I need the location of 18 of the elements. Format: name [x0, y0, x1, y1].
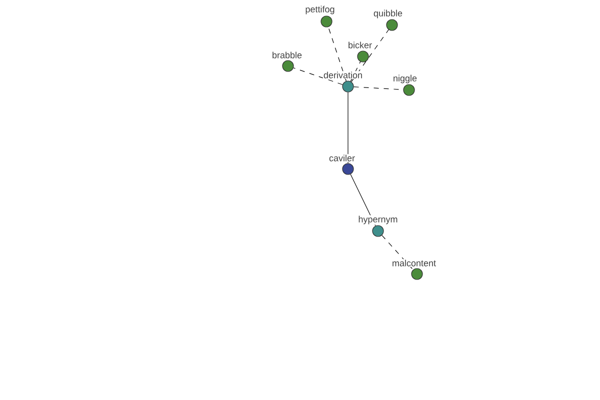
node-label: pettifog [304, 5, 336, 15]
node-circle [320, 16, 332, 28]
node-label: bicker [347, 41, 373, 49]
node-label: niggle [392, 74, 418, 84]
node-label: caviler [328, 154, 356, 162]
node-circle [357, 50, 369, 62]
node-circle [372, 225, 384, 237]
node-circle [403, 84, 415, 96]
node-circle [411, 268, 423, 280]
node-circle [282, 60, 294, 72]
node-label: brabble [271, 51, 303, 59]
node-circle [386, 19, 398, 31]
node-label: hypernym [358, 215, 398, 225]
node-circle [342, 163, 354, 175]
node-label: derivation [322, 71, 364, 79]
node-label: malcontent [391, 259, 437, 267]
node-label: quibble [372, 9, 404, 19]
node-circle [342, 80, 354, 92]
